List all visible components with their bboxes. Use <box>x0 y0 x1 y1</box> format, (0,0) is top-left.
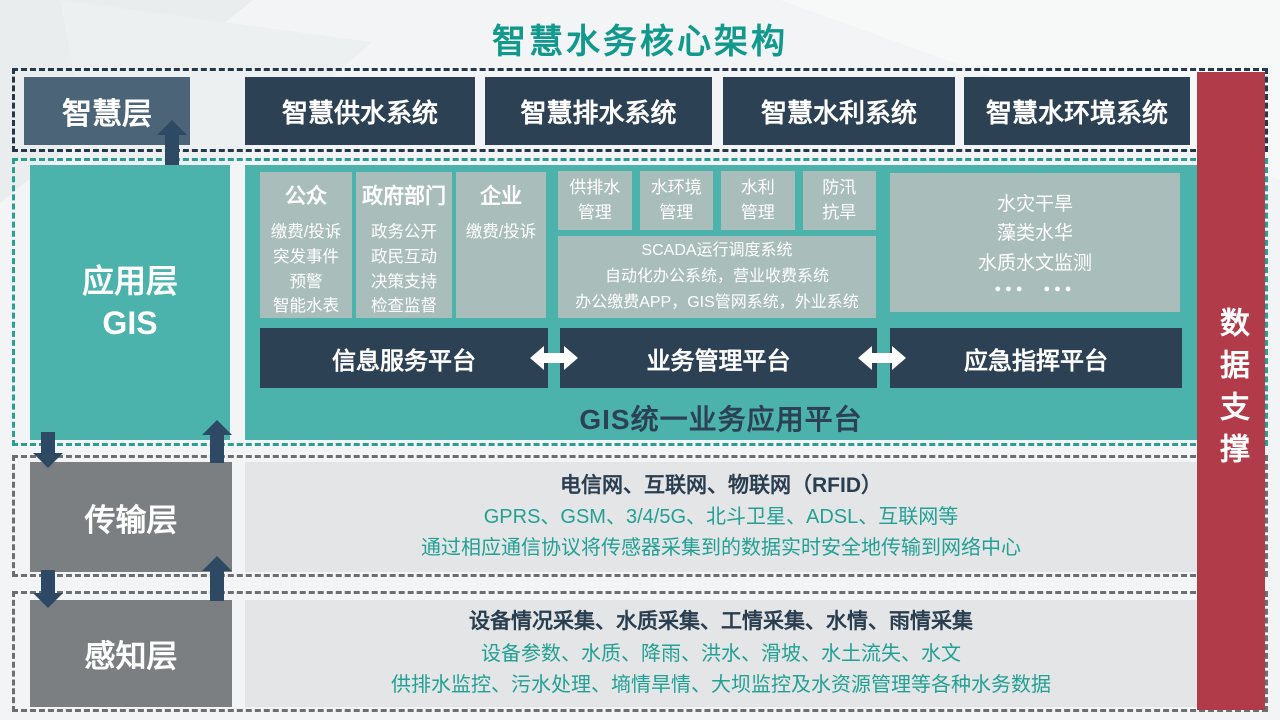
system-box-drainage: 智慧排水系统 <box>485 77 712 145</box>
transport-line: GPRS、GSM、3/4/5G、北斗卫星、ADSL、互联网等 <box>483 506 959 529</box>
platform-label: 信息服务平台 <box>332 347 476 375</box>
application-layer-sublabel: GIS <box>102 304 158 341</box>
double-arrow-icon <box>530 346 578 370</box>
mgmt-label: 管理 <box>659 202 694 222</box>
system-box-water-environment: 智慧水环境系统 <box>964 77 1190 145</box>
data-support-bar: 数据支撑 <box>1197 72 1265 710</box>
group-box-public: 公众 缴费/投诉 突发事件 预警 智能水表 <box>260 172 352 318</box>
mgmt-box-flood-drought: 防汛 抗旱 <box>802 171 876 230</box>
transport-line: 通过相应通信协议将传感器采集到的数据实时安全地传输到网络中心 <box>421 537 1021 560</box>
system-label: 智慧供水系统 <box>281 97 438 128</box>
transport-layer-label: 传输层 <box>84 502 178 538</box>
monitor-line: 藻类水华 <box>996 223 1073 245</box>
group-title: 企业 <box>480 185 522 208</box>
group-item: 缴费/投诉 <box>270 223 342 241</box>
mgmt-label: 管理 <box>740 202 775 222</box>
transport-layer-label-box: 传输层 <box>30 462 232 572</box>
group-box-government: 政府部门 政务公开 政民互动 决策支持 检查监督 <box>356 172 452 318</box>
mgmt-label: 供排水 <box>569 177 621 197</box>
monitor-line: 水质水文监测 <box>977 252 1092 274</box>
platform-box-information-service: 信息服务平台 <box>260 328 548 388</box>
monitoring-box: 水灾干旱 藻类水华 水质水文监测 ●●● ●●● <box>890 173 1180 312</box>
scada-line: 办公缴费APP，GIS管网系统，外业系统 <box>575 293 859 311</box>
sense-line: 供排水监控、污水处理、墒情旱情、大坝监控及水资源管理等各种水务数据 <box>391 673 1051 696</box>
system-box-water-conservancy: 智慧水利系统 <box>723 77 955 145</box>
transport-content-panel: 电信网、互联网、物联网（RFID） GPRS、GSM、3/4/5G、北斗卫星、A… <box>245 462 1197 572</box>
page-title: 智慧水务核心架构 <box>492 23 788 61</box>
system-label: 智慧水环境系统 <box>985 97 1168 128</box>
down-arrow-icon <box>33 432 63 468</box>
sense-layer-label: 感知层 <box>84 639 178 674</box>
system-label: 智慧排水系统 <box>520 97 677 128</box>
system-label: 智慧水利系统 <box>760 97 917 128</box>
group-item: 预警 <box>289 272 323 291</box>
double-arrow-icon <box>858 346 906 370</box>
smart-layer-frame <box>12 68 1268 152</box>
group-box-enterprise: 企业 缴费/投诉 <box>456 172 546 318</box>
platform-label: 应急指挥平台 <box>964 347 1108 375</box>
platform-box-emergency-command: 应急指挥平台 <box>890 328 1182 388</box>
group-item: 智能水表 <box>273 297 339 316</box>
mgmt-box-supply-drainage: 供排水 管理 <box>558 171 632 230</box>
sense-heading: 设备情况采集、水质采集、工情采集、水情、雨情采集 <box>469 610 973 634</box>
down-arrow-icon <box>33 570 63 608</box>
mgmt-label: 抗旱 <box>822 202 857 222</box>
group-item: 政民互动 <box>371 247 437 266</box>
scada-line: SCADA运行调度系统 <box>641 242 793 260</box>
transport-layer-frame <box>12 455 1268 577</box>
transport-heading: 电信网、互联网、物联网（RFID） <box>560 473 882 497</box>
ellipsis-dots: ●●● ●●● <box>994 283 1076 296</box>
sense-content-panel: 设备情况采集、水质采集、工情采集、水情、雨情采集 设备参数、水质、降雨、洪水、滑… <box>245 600 1197 707</box>
sense-line: 设备参数、水质、降雨、洪水、滑坡、水土流失、水文 <box>481 642 961 665</box>
up-arrow-icon <box>202 420 232 463</box>
mgmt-label: 水环境 <box>650 177 702 197</box>
mgmt-box-water-conservancy: 水利 管理 <box>721 171 795 230</box>
monitor-line: 水灾干旱 <box>996 193 1073 215</box>
up-arrow-icon <box>157 120 187 165</box>
application-layer-label-box: 应用层 GIS <box>30 165 230 440</box>
up-arrow-icon <box>202 556 232 601</box>
application-layer-frame <box>12 158 1268 446</box>
group-item: 突发事件 <box>273 247 339 266</box>
sense-layer-label-box: 感知层 <box>30 600 232 707</box>
unified-platform-caption: GIS统一业务应用平台 <box>579 404 863 435</box>
platform-label: 业务管理平台 <box>646 347 791 375</box>
group-item: 决策支持 <box>371 272 437 291</box>
data-support-label: 数据支撑 <box>1215 307 1248 475</box>
mgmt-label: 防汛 <box>822 177 857 197</box>
sense-layer-frame <box>12 591 1268 712</box>
management-box-row: 供排水 管理 水环境 管理 水利 管理 防汛 抗旱 <box>558 171 876 230</box>
smart-layer-label: 智慧层 <box>62 98 152 131</box>
platform-box-business-management: 业务管理平台 <box>560 328 877 388</box>
mgmt-box-water-environment: 水环境 管理 <box>639 171 713 230</box>
group-item: 政务公开 <box>371 223 437 241</box>
group-title: 公众 <box>285 185 327 208</box>
mgmt-label: 水利 <box>740 177 775 197</box>
group-item: 检查监督 <box>371 297 437 316</box>
application-layer-label: 应用层 <box>81 262 178 299</box>
mgmt-label: 管理 <box>577 202 612 222</box>
scada-line: 自动化办公系统，营业收费系统 <box>604 268 829 286</box>
group-title: 政府部门 <box>362 185 446 208</box>
system-box-water-supply: 智慧供水系统 <box>245 77 475 145</box>
scada-systems-box: SCADA运行调度系统 自动化办公系统，营业收费系统 办公缴费APP，GIS管网… <box>558 236 876 318</box>
group-item: 缴费/投诉 <box>465 223 537 241</box>
